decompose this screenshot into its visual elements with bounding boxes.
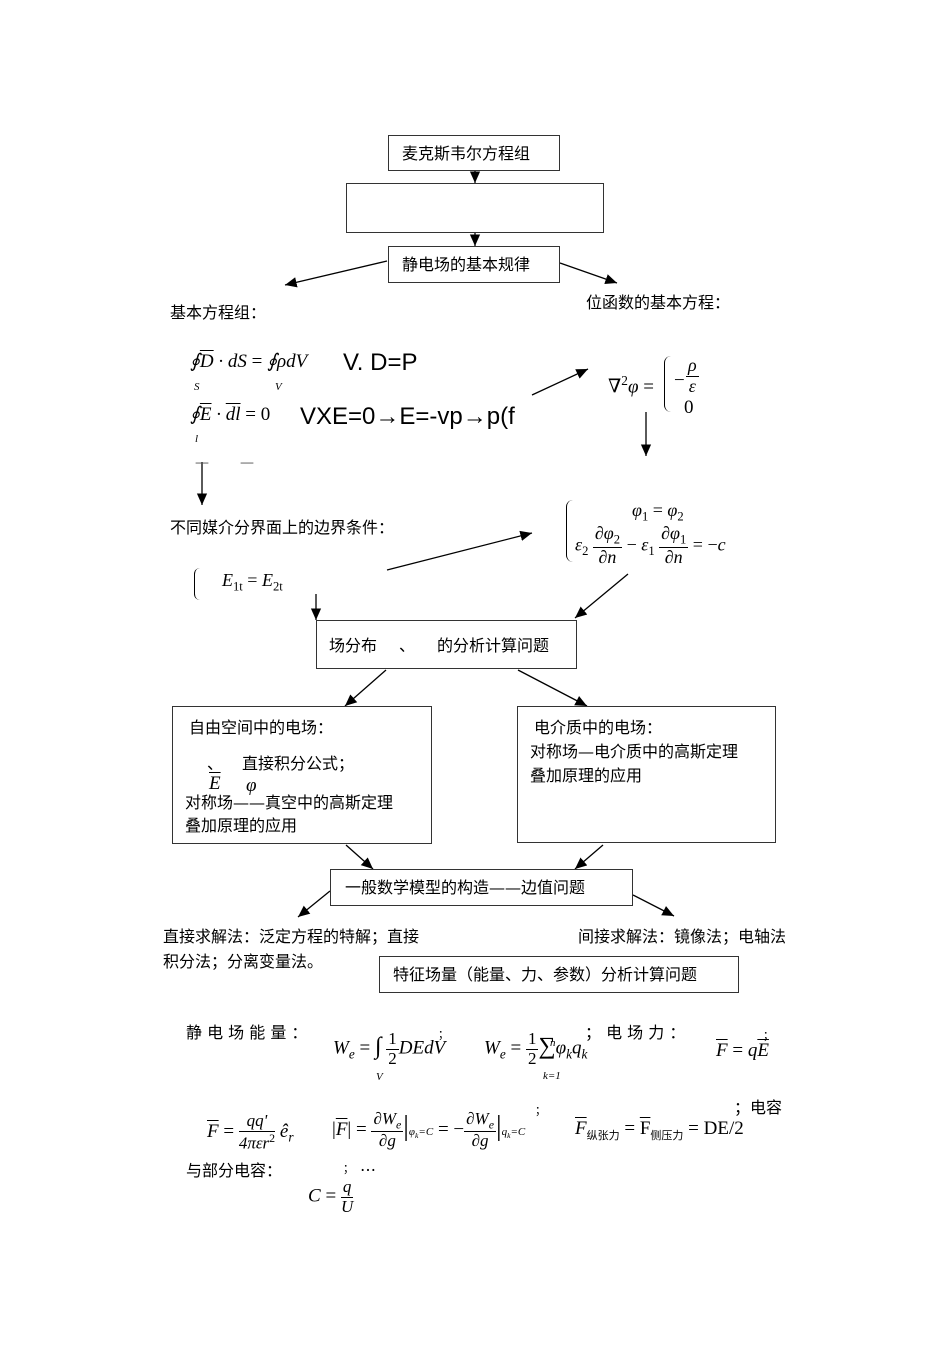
free-space-E-symbol: E xyxy=(209,773,221,794)
field-analysis-left-text: 场分布 xyxy=(329,636,378,655)
feature-quantities-box: 特征场量（能量、力、参数）分析计算问题 xyxy=(379,956,739,993)
dash-mark-2: — xyxy=(240,455,254,471)
maxwell-equations-label: 麦克斯韦尔方程组 xyxy=(402,144,531,163)
maxwell-equations-box: 麦克斯韦尔方程组 xyxy=(388,135,560,171)
potential-equation-label: 位函数的基本方程： xyxy=(586,293,731,312)
direct-method-line2: 积分法；分离变量法。 xyxy=(163,952,324,971)
semicolon-1: ； xyxy=(438,1028,449,1041)
electrostatic-laws-box: 静电场的基本规律 xyxy=(388,246,560,283)
arrow-to-dielectric xyxy=(517,669,588,707)
dielectric-box: 电介质中的电场： 对称场—电介质中的高斯定理 叠加原理的应用 xyxy=(517,706,776,843)
sum-lower-k: k=1 xyxy=(543,1070,561,1082)
boundary-conditions-label: 不同媒介分界面上的边界条件： xyxy=(170,518,395,537)
energy-label: 静 电 场 能 量 ： xyxy=(186,1023,308,1042)
coulomb-force-equation: F = qq'4πεr2 êr xyxy=(207,1111,294,1153)
free-space-box: 自由空间中的电场： 、 直接积分公式； E φ 对称场——真空中的高斯定理 叠加… xyxy=(172,706,432,844)
poisson-rho-over-eps: ρ ε xyxy=(686,355,699,396)
curl-text: VXE=0→E=-vp→p(f xyxy=(300,403,515,430)
indirect-method: 间接求解法：镜像法；电轴法 xyxy=(578,927,787,946)
semicolon-4: ； xyxy=(343,1162,354,1175)
loop-sub-l: l xyxy=(195,433,199,445)
blank-box xyxy=(346,183,604,233)
arrow-to-field-analysis-right xyxy=(574,573,629,619)
field-analysis-box: 场分布 、 的分析计算问题 xyxy=(316,620,577,669)
boundary-model-box: 一般数学模型的构造——边值问题 xyxy=(330,869,633,906)
divergence-text: V. D=P xyxy=(343,349,418,376)
dash-mark-1: — xyxy=(195,455,209,471)
free-space-phi-symbol: φ xyxy=(246,775,257,796)
bc-brace xyxy=(566,500,573,562)
virtual-displacement-equation: |F| = ∂We∂g|φk=C = −∂We∂g|qk=C xyxy=(332,1109,526,1151)
poisson-equation: ∇2φ = xyxy=(608,373,654,398)
laplace-zero: 0 xyxy=(684,397,694,418)
bc-flux-clip: ε2 ∂W∂φ2∂n − ε1 ∂φ1∂n = −c xyxy=(575,524,755,564)
electrostatic-laws-label: 静电场的基本规律 xyxy=(402,255,531,274)
capacitance-label: ；电容 xyxy=(734,1098,783,1117)
semicolon-3: ； xyxy=(535,1104,546,1117)
partial-capacitance-label: 与部分电容： xyxy=(186,1161,283,1180)
field-analysis-separator: 、 xyxy=(399,636,416,655)
free-space-superposition: 叠加原理的应用 xyxy=(185,816,298,835)
boundary-model-label: 一般数学模型的构造——边值问题 xyxy=(345,878,586,897)
poisson-brace xyxy=(664,356,671,412)
bc-phi-continuity: φ1 = φ2 xyxy=(632,500,684,524)
sum-upper-n: n xyxy=(550,1037,556,1049)
dielectric-title: 电介质中的电场： xyxy=(534,718,663,737)
arrow-boundary-to-potential-bc xyxy=(386,530,533,571)
feature-quantities-label: 特征场量（能量、力、参数）分析计算问题 xyxy=(393,965,698,984)
arrow-to-indirect-method xyxy=(632,894,675,917)
arrow-dielectric-to-model xyxy=(574,844,604,870)
free-space-direct-integral: 直接积分公式； xyxy=(242,754,355,773)
gauss-law-equation: ∮D · dS = ∮ρdV xyxy=(190,351,308,372)
direct-method-line1: 直接求解法：泛定方程的特解；直接 xyxy=(163,927,420,946)
semicolon-2: ； xyxy=(763,1029,774,1042)
force-equation: F = qE xyxy=(716,1040,769,1061)
energy-sub-V: V xyxy=(376,1071,383,1083)
et-brace xyxy=(194,568,200,600)
maxwell-stress-equation: F纵张力 = F侧压力 = DE/2 xyxy=(575,1118,744,1142)
basic-equations-label: 基本方程组： xyxy=(170,303,267,322)
arrow-to-basic-equations xyxy=(284,260,388,288)
arrow-free-space-to-model xyxy=(345,844,374,870)
free-space-gauss-vacuum: 对称场——真空中的高斯定理 xyxy=(185,793,394,812)
gauss-sub-S: S xyxy=(194,381,200,393)
ellipsis-mark: … xyxy=(360,1156,376,1175)
free-space-separator: 、 xyxy=(207,754,224,773)
bc-flux-equation: ε2 ∂W∂φ2∂n − ε1 ∂φ1∂n = −c xyxy=(575,524,726,564)
arrow-to-direct-method xyxy=(297,890,331,918)
loop-integral-equation: ∮E · dl = 0 xyxy=(190,404,271,425)
dielectric-gauss: 对称场—电介质中的高斯定理 xyxy=(530,742,739,761)
gauss-sub-V: V xyxy=(275,381,282,393)
tangential-e-continuity: E1t = E2t xyxy=(222,570,283,594)
force-label: ； 电 场 力 ： xyxy=(585,1023,686,1042)
arrow-equations-to-poisson xyxy=(531,368,589,396)
free-space-title: 自由空间中的电场： xyxy=(189,718,334,737)
field-analysis-right-text: 的分析计算问题 xyxy=(437,636,550,655)
dielectric-superposition: 叠加原理的应用 xyxy=(530,766,643,785)
arrow-to-potential-equation xyxy=(559,262,618,285)
arrow-to-free-space xyxy=(344,669,387,707)
poisson-minus: − xyxy=(674,370,685,391)
